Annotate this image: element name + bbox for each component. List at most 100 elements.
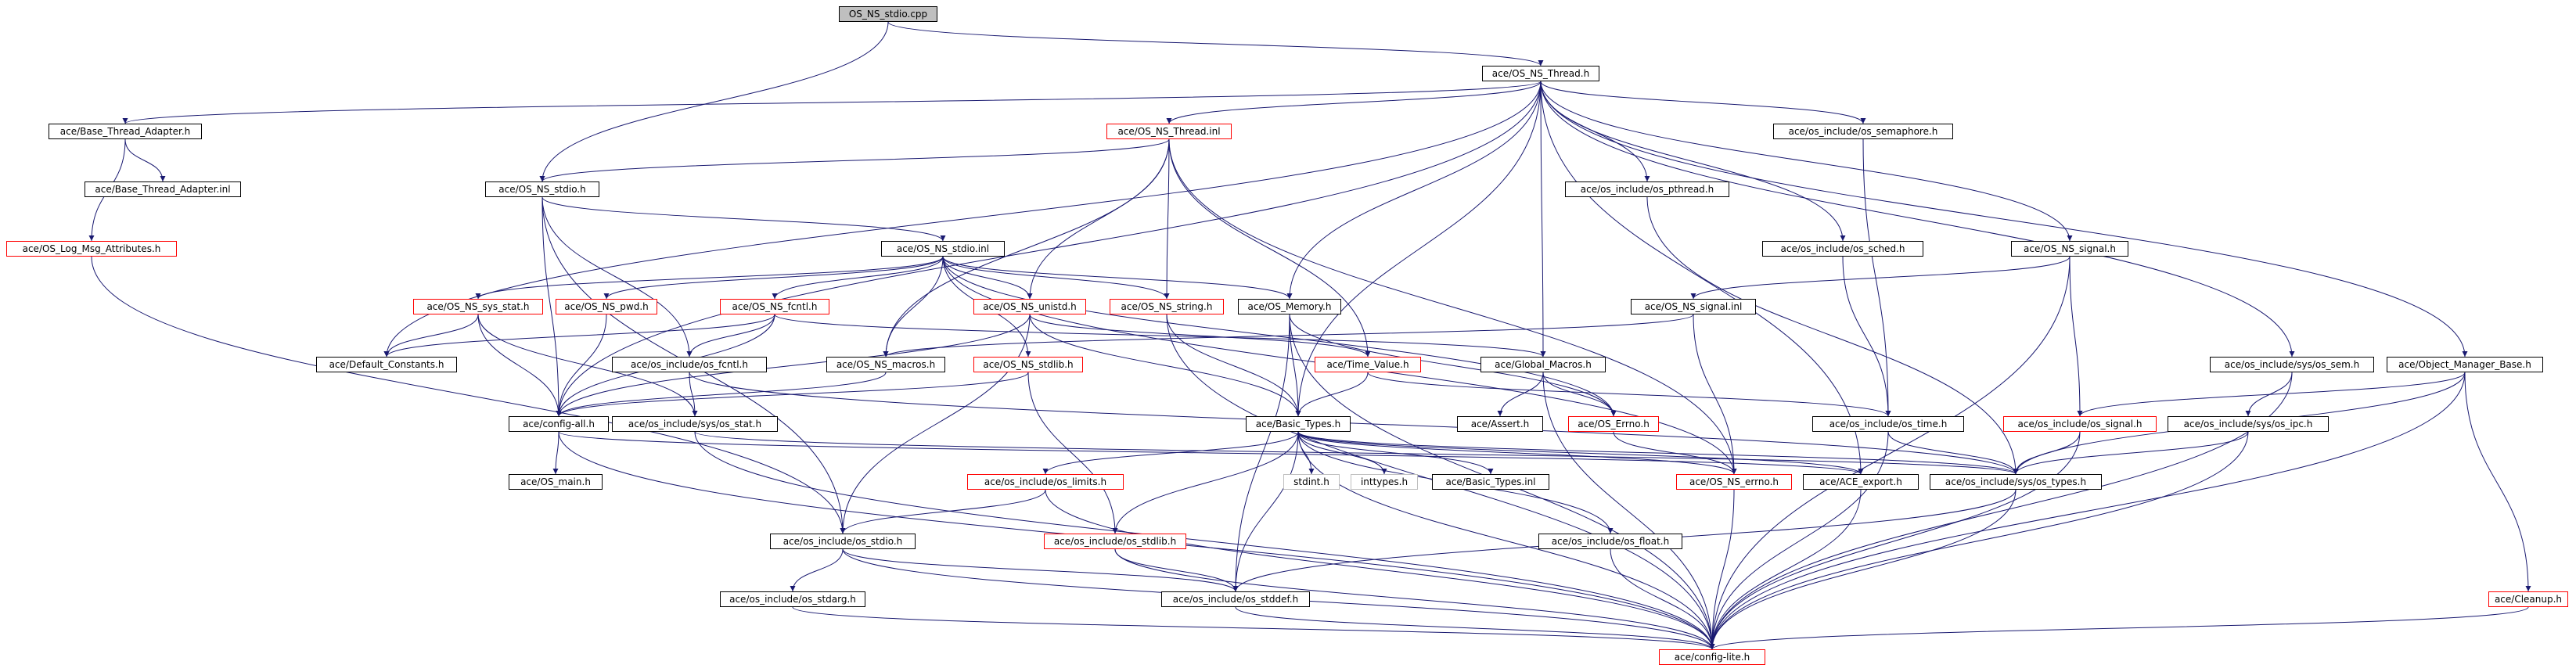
node-os-pthread[interactable]: ace/os_include/os_pthread.h — [1565, 181, 1729, 197]
node-assert-h[interactable]: ace/Assert.h — [1457, 416, 1543, 432]
node-os-stdlib[interactable]: ace/os_include/os_stdlib.h — [1044, 534, 1186, 549]
edge-basic_types-to-inttypes_h — [1297, 431, 1387, 475]
node-config-lite[interactable]: ace/config-lite.h — [1659, 649, 1765, 665]
edge-thread_inl-to-ns_errno — [1168, 138, 1737, 475]
edge-global_macros-to-assert_h — [1497, 372, 1544, 417]
node-sys-ipc[interactable]: ace/os_include/sys/os_ipc.h — [2168, 416, 2329, 432]
node-stdio-inl[interactable]: ace/OS_NS_stdio.inl — [881, 241, 1005, 257]
edge-os_fcntl-to-sys_types — [689, 372, 2019, 475]
node-os-signal[interactable]: ace/os_include/os_signal.h — [2003, 416, 2157, 432]
edge-thread_h-to-ace_export — [1540, 81, 1864, 475]
node-thread-inl[interactable]: ace/OS_NS_Thread.inl — [1106, 124, 1232, 139]
edge-signal_inl-to-macros_h — [883, 314, 1694, 358]
node-inttypes-h[interactable]: inttypes.h — [1351, 474, 1418, 490]
node-stdio-h[interactable]: ace/OS_NS_stdio.h — [485, 181, 599, 197]
node-os-stdarg[interactable]: ace/os_include/os_stdarg.h — [720, 591, 865, 607]
edge-thread_inl-to-string_h — [1164, 138, 1170, 300]
edge-time_value-to-os_time — [1367, 372, 1891, 417]
edge-thread_h-to-config_all — [556, 81, 1542, 417]
edge-string_h-to-basic_types — [1166, 314, 1301, 417]
node-unistd-h[interactable]: ace/OS_NS_unistd.h — [973, 299, 1086, 314]
edge-os_time-to-config_lite — [1709, 431, 1889, 650]
node-os-time[interactable]: ace/os_include/os_time.h — [1812, 416, 1964, 432]
edge-sys_stat_os-to-sys_types — [694, 431, 2019, 475]
edge-sys_ipc-to-config_lite — [1709, 431, 2249, 650]
node-os-fcntl[interactable]: ace/os_include/os_fcntl.h — [612, 357, 767, 372]
edge-stdio_inl-to-macros_h — [883, 256, 944, 358]
node-pwd-h[interactable]: ace/OS_NS_pwd.h — [556, 299, 657, 314]
node-default-const[interactable]: ace/Default_Constants.h — [316, 357, 457, 372]
node-cleanup-h[interactable]: ace/Cleanup.h — [2488, 591, 2568, 607]
node-memory-h[interactable]: ace/OS_Memory.h — [1238, 299, 1341, 314]
node-ace-export[interactable]: ace/ACE_export.h — [1803, 474, 1919, 490]
edge-bta_h-to-bta_inl — [124, 138, 166, 182]
edge-ns_errno-to-config_lite — [1709, 489, 1735, 650]
node-basic-types-inl[interactable]: ace/Basic_Types.inl — [1432, 474, 1549, 490]
node-bta-h[interactable]: ace/Base_Thread_Adapter.h — [49, 124, 202, 139]
edge-omb_h-to-cleanup_h — [2464, 372, 2531, 592]
edge-os_sched-to-os_time — [1842, 256, 1891, 417]
edge-errno_os-to-ns_errno — [1613, 431, 1737, 475]
edge-thread_h-to-os_sched — [1540, 81, 1846, 242]
node-sys-stat[interactable]: ace/OS_NS_sys_stat.h — [413, 299, 543, 314]
edge-thread_inl-to-time_value — [1168, 138, 1371, 358]
edge-stdio_inl-to-fcntl_h — [772, 256, 944, 300]
node-basic-types[interactable]: ace/Basic_Types.h — [1246, 416, 1351, 432]
edge-thread_h-to-bta_h — [122, 81, 1542, 124]
node-thread-h[interactable]: ace/OS_NS_Thread.h — [1482, 66, 1599, 81]
edge-stdio_inl-to-sys_stat — [475, 256, 944, 300]
node-os-limits[interactable]: ace/os_include/os_limits.h — [967, 474, 1124, 490]
node-root[interactable]: OS_NS_stdio.cpp — [839, 6, 937, 22]
edge-unistd_h-to-config_all — [556, 314, 1031, 417]
edge-stdio_inl-to-pwd_h — [603, 256, 944, 300]
node-os-float[interactable]: ace/os_include/os_float.h — [1538, 534, 1682, 549]
edge-macros_h-to-config_all — [556, 372, 887, 417]
edge-basic_types-to-ace_export — [1297, 431, 1864, 475]
node-bta-inl[interactable]: ace/Base_Thread_Adapter.inl — [85, 181, 241, 197]
node-sys-sem[interactable]: ace/os_include/sys/os_sem.h — [2210, 357, 2374, 372]
node-os-stdio[interactable]: ace/os_include/os_stdio.h — [770, 534, 916, 549]
edge-config_all-to-os_main — [552, 431, 559, 475]
edge-global_macros-to-config_lite — [1542, 372, 1715, 650]
node-os-semaphore[interactable]: ace/os_include/os_semaphore.h — [1773, 124, 1953, 139]
edge-config_all-to-ace_export — [558, 431, 1864, 475]
edge-unistd_h-to-basic_types — [1029, 314, 1301, 417]
node-stdlib-h[interactable]: ace/OS_NS_stdlib.h — [973, 357, 1083, 372]
node-os-main[interactable]: ace/OS_main.h — [509, 474, 603, 490]
node-macros-h[interactable]: ace/OS_NS_macros.h — [826, 357, 945, 372]
node-time-value[interactable]: ace/Time_Value.h — [1315, 357, 1421, 372]
node-os-stddef[interactable]: ace/os_include/os_stddef.h — [1161, 591, 1310, 607]
node-signal-inl[interactable]: ace/OS_NS_signal.inl — [1631, 299, 1756, 314]
edge-unistd_h-to-time_value — [1029, 314, 1371, 358]
edge-time_value-to-basic_types — [1295, 372, 1369, 417]
edge-thread_inl-to-macros_h — [883, 138, 1170, 358]
node-errno-os[interactable]: ace/OS_Errno.h — [1568, 416, 1659, 432]
node-global-macros[interactable]: ace/Global_Macros.h — [1480, 357, 1606, 372]
node-logmsg[interactable]: ace/OS_Log_Msg_Attributes.h — [6, 241, 177, 257]
edge-thread_h-to-thread_inl — [1166, 81, 1542, 124]
node-sys-types[interactable]: ace/os_include/sys/os_types.h — [1930, 474, 2102, 490]
node-fcntl-h[interactable]: ace/OS_NS_fcntl.h — [720, 299, 829, 314]
edge-signal_h-to-config_lite — [1709, 256, 2071, 650]
node-string-h[interactable]: ace/OS_NS_string.h — [1110, 299, 1224, 314]
node-signal-h[interactable]: ace/OS_NS_signal.h — [2011, 241, 2128, 257]
edge-omb_h-to-os_signal — [2077, 372, 2466, 417]
edge-basic_types-to-os_limits — [1042, 431, 1299, 475]
edge-sys_stat_os-to-config_lite — [694, 431, 1715, 650]
edge-thread_h-to-basic_types — [1295, 81, 1542, 417]
edge-os_stdlib-to-os_stddef — [1114, 548, 1239, 592]
node-omb-h[interactable]: ace/Object_Manager_Base.h — [2387, 357, 2543, 372]
edge-ace_export-to-config_lite — [1709, 489, 1862, 650]
node-config-all[interactable]: ace/config-all.h — [509, 416, 609, 432]
node-stdint-h[interactable]: stdint.h — [1283, 474, 1340, 490]
edge-memory_h-to-errno_os — [1289, 314, 1617, 417]
edge-os_stdlib-to-config_lite — [1114, 548, 1715, 650]
edge-stdio_inl-to-unistd_h — [942, 256, 1033, 300]
node-ns-errno[interactable]: ace/OS_NS_errno.h — [1676, 474, 1792, 490]
edge-unistd_h-to-os_stdio — [840, 314, 1031, 534]
edge-fcntl_h-to-default_const — [383, 314, 775, 358]
node-os-sched[interactable]: ace/os_include/os_sched.h — [1762, 241, 1923, 257]
edge-stdio_inl-to-memory_h — [942, 256, 1293, 300]
node-sys-stat-os[interactable]: ace/os_include/sys/os_stat.h — [612, 416, 778, 432]
